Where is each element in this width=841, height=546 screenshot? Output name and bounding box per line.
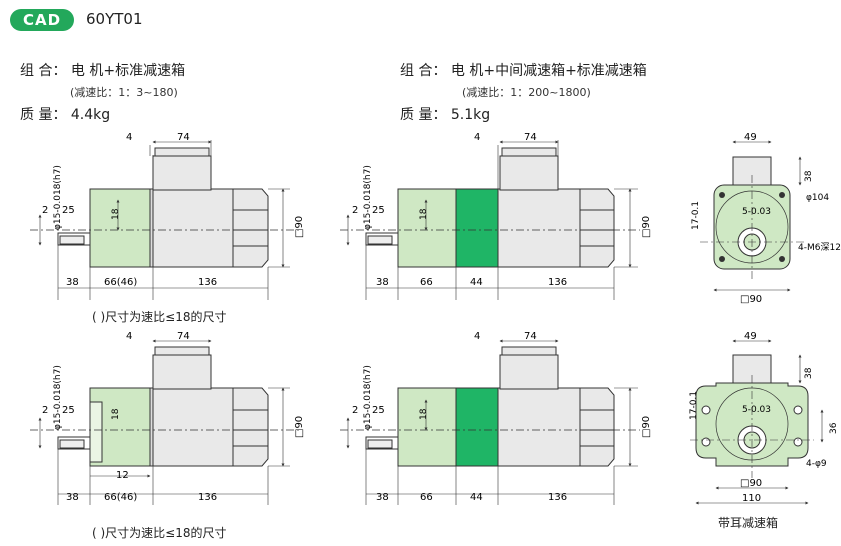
dim-17: 17-0.1 (689, 391, 699, 420)
dim-110: 110 (742, 493, 761, 504)
dim-18: 18 (111, 208, 121, 220)
dim-key5: 5-0.03 (742, 405, 771, 415)
dim-sq90: □90 (740, 294, 762, 305)
dim-4: 4 (474, 132, 480, 143)
dim-136: 136 (198, 277, 217, 288)
dim-25: 25 (62, 405, 75, 416)
left-mass: 质 量： 4.4kg (20, 107, 111, 123)
ear-caption: 带耳减速箱 (718, 516, 779, 530)
left-combo: 组 合： 电 机+标准减速箱 (20, 63, 186, 79)
dim-44: 44 (470, 492, 483, 503)
dim-74: 74 (524, 132, 537, 143)
dim-136: 136 (548, 492, 567, 503)
left-ratio: (减速比：1：3~180) (70, 86, 178, 99)
dim-shaft: φ15-0.018(h7) (53, 165, 63, 230)
right-combo: 组 合： 电 机+中间减速箱+标准减速箱 (400, 63, 647, 79)
dim-shaft: φ15-0.018(h7) (363, 365, 373, 430)
dim-shaft: φ15-0.018(h7) (53, 365, 63, 430)
dim-2: 2 (42, 205, 48, 216)
dim-m6: 4-M6深12 (798, 242, 841, 253)
right-mass: 质 量： 5.1kg (400, 107, 491, 123)
dim-9: 4-φ9 (806, 459, 827, 469)
dim-74: 74 (524, 331, 537, 342)
dim-38: 38 (376, 277, 389, 288)
ratio-note-bottom: ( )尺寸为速比≤18的尺寸 (92, 526, 227, 540)
dim-104: φ104 (806, 193, 829, 203)
dim-shaft: φ15-0.018(h7) (363, 165, 373, 230)
drawing-bottom-left: 4 74 2 25 18 φ15-0.018(h7) 12 38 66(46) … (30, 331, 305, 505)
motor-fan (232, 188, 269, 268)
dim-38: 38 (66, 277, 79, 288)
dim-17: 17-0.1 (691, 201, 701, 230)
dim-25: 25 (62, 205, 75, 216)
dim-sq90: □90 (294, 216, 305, 238)
gear-box (89, 188, 151, 268)
right-ratio: (减速比：1：200~1800) (462, 86, 591, 99)
dim-49: 49 (744, 132, 757, 143)
dim-18: 18 (111, 408, 121, 420)
dim-66-46: 66(46) (104, 492, 137, 503)
dim-36: 36 (829, 422, 839, 434)
dim-74: 74 (177, 331, 190, 342)
ratio-note-top: ( )尺寸为速比≤18的尺寸 (92, 310, 227, 324)
gear-box (397, 188, 457, 268)
dim-136: 136 (548, 277, 567, 288)
cad-badge: CAD (10, 9, 74, 31)
dim-136: 136 (198, 492, 217, 503)
dim-38: 38 (66, 492, 79, 503)
dim-66-46: 66(46) (104, 277, 137, 288)
dim-12: 12 (116, 470, 129, 481)
dim-sq90: □90 (294, 416, 305, 438)
dim-4: 4 (474, 331, 480, 342)
drawing-top-middle: 4 74 2 25 18 φ15-0.018(h7) 38 66 44 136 … (340, 132, 652, 300)
dim-sq90: □90 (740, 478, 762, 489)
terminal-box (152, 155, 212, 191)
key (59, 235, 85, 245)
dim-74: 74 (177, 132, 190, 143)
terminal-box (499, 155, 559, 191)
dim-38v: 38 (804, 367, 814, 379)
dim-66: 66 (420, 277, 433, 288)
model-number: 60YT01 (86, 10, 143, 28)
dim-44: 44 (470, 277, 483, 288)
dim-2: 2 (352, 405, 358, 416)
dim-2: 2 (42, 405, 48, 416)
motor-body (152, 188, 234, 268)
drawing-top-left: 4 74 2 25 18 φ15-0.018(h7) 38 66(46) 136… (30, 132, 305, 300)
dim-38v: 38 (804, 170, 814, 182)
dim-sq90: □90 (641, 416, 652, 438)
dim-49: 49 (744, 331, 757, 342)
dim-4: 4 (126, 331, 132, 342)
dim-4: 4 (126, 132, 132, 143)
drawing-top-right: 49 □90 38 φ104 4-M6深12 17-0.1 5-0.03 (691, 132, 841, 305)
dim-18: 18 (419, 408, 429, 420)
drawing-bottom-middle: 4 74 2 25 18 φ15-0.018(h7) 38 66 44 136 … (340, 331, 652, 505)
dim-25: 25 (372, 405, 385, 416)
dim-66: 66 (420, 492, 433, 503)
dim-2: 2 (352, 205, 358, 216)
mid-gear-box (455, 188, 499, 268)
dim-key5: 5-0.03 (742, 207, 771, 217)
drawing-bottom-right: 49 □90 110 38 36 4-φ9 17-0.1 5-0.03 (689, 331, 839, 505)
motor-body (497, 188, 581, 268)
dim-25: 25 (372, 205, 385, 216)
dim-sq90: □90 (641, 216, 652, 238)
dim-38: 38 (376, 492, 389, 503)
dim-18: 18 (419, 208, 429, 220)
